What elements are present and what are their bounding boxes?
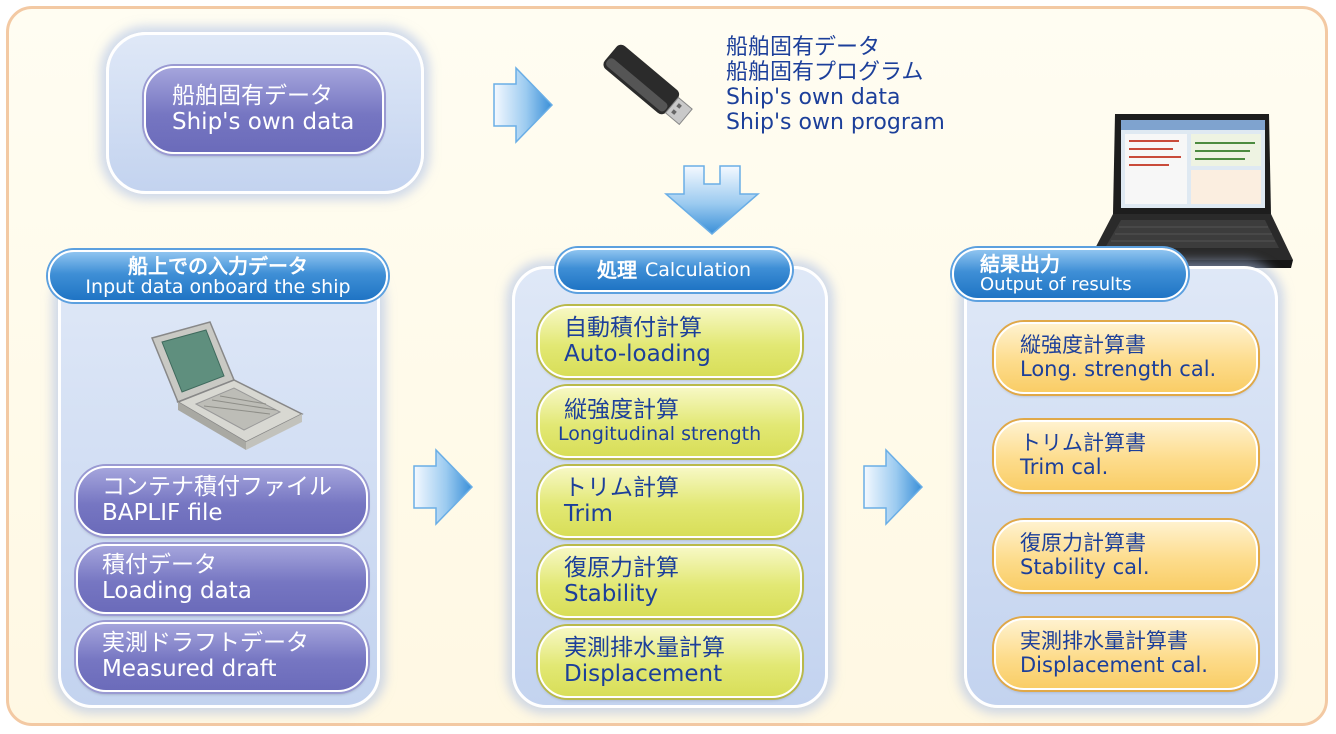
down-arrow-icon xyxy=(664,165,760,235)
calc-item-4-en: Displacement xyxy=(564,661,723,687)
input-title-en: Input data onboard the ship xyxy=(85,275,351,298)
usb-stick-icon xyxy=(603,44,693,126)
calc-item-1: 縦強度計算 Longitudinal strength xyxy=(538,386,802,458)
laptop-icon xyxy=(1089,114,1293,268)
old-laptop-icon xyxy=(150,321,304,450)
calc-item-1-en: Longitudinal strength xyxy=(558,423,762,446)
calc-item-1-jp: 縦強度計算 xyxy=(564,397,679,424)
output-title-en: Output of results xyxy=(980,274,1132,296)
calc-item-2-jp: トリム計算 xyxy=(564,475,679,502)
output-item-0-en: Long. strength cal. xyxy=(1020,357,1217,381)
input-item-0-en: BAPLIF file xyxy=(102,500,223,526)
right-arrow-icon xyxy=(493,66,554,144)
usb-line-3: Ship's own data xyxy=(726,84,901,110)
calc-item-0-en: Auto-loading xyxy=(564,341,711,367)
calc-item-3-jp: 復原力計算 xyxy=(564,555,679,582)
right-arrow-icon xyxy=(863,448,924,526)
calc-item-4: 実測排水量計算 Displacement xyxy=(538,626,802,698)
ship-data-pill: 船舶固有データ Ship's own data xyxy=(144,66,384,154)
usb-line-4: Ship's own program xyxy=(726,109,945,135)
input-item-1-en: Loading data xyxy=(102,578,252,604)
calc-item-2: トリム計算 Trim xyxy=(538,466,802,538)
output-item-1-en: Trim cal. xyxy=(1020,455,1109,479)
calc-title-en: Calculation xyxy=(645,258,751,281)
input-header: 船上での入力データ Input data onboard the ship xyxy=(48,250,388,302)
output-title-jp: 結果出力 xyxy=(980,252,1060,277)
input-item-1: 積付データ Loading data xyxy=(76,544,368,614)
output-item-0-jp: 縦強度計算書 xyxy=(1020,333,1146,358)
input-item-0-jp: コンテナ積付ファイル xyxy=(102,474,332,501)
output-item-3-en: Displacement cal. xyxy=(1020,653,1208,677)
calc-title-jp: 処理 xyxy=(597,258,637,282)
calc-item-3: 復原力計算 Stability xyxy=(538,546,802,618)
output-item-1: トリム計算書 Trim cal. xyxy=(994,420,1258,492)
calc-item-0-jp: 自動積付計算 xyxy=(564,315,702,342)
right-arrow-icon xyxy=(413,448,474,526)
output-item-3: 実測排水量計算書 Displacement cal. xyxy=(994,618,1258,690)
calc-item-2-en: Trim xyxy=(564,501,613,527)
calc-header: 処理 Calculation xyxy=(556,248,792,292)
usb-line-2: 船舶固有プログラム xyxy=(726,59,924,85)
ship-data-jp: 船舶固有データ xyxy=(172,83,333,110)
output-item-2: 復原力計算書 Stability cal. xyxy=(994,520,1258,592)
ship-data-en: Ship's own data xyxy=(172,109,355,135)
input-title-jp: 船上での入力データ xyxy=(128,253,308,278)
output-item-2-jp: 復原力計算書 xyxy=(1020,531,1146,556)
input-item-1-jp: 積付データ xyxy=(102,552,217,579)
input-item-2-jp: 実測ドラフトデータ xyxy=(102,630,309,657)
output-item-1-jp: トリム計算書 xyxy=(1020,431,1146,456)
output-item-2-en: Stability cal. xyxy=(1020,555,1150,579)
output-item-3-jp: 実測排水量計算書 xyxy=(1020,629,1188,654)
input-item-2-en: Measured draft xyxy=(102,656,277,682)
input-item-2: 実測ドラフトデータ Measured draft xyxy=(76,622,368,692)
calc-item-4-jp: 実測排水量計算 xyxy=(564,635,725,662)
output-item-0: 縦強度計算書 Long. strength cal. xyxy=(994,322,1258,394)
calc-item-3-en: Stability xyxy=(564,581,659,607)
usb-line-1: 船舶固有データ xyxy=(726,35,881,60)
input-item-0: コンテナ積付ファイル BAPLIF file xyxy=(76,466,368,536)
usb-data-text: 船舶固有データ 船舶固有プログラム Ship's own data Ship's… xyxy=(726,35,945,135)
output-header: 結果出力 Output of results xyxy=(952,248,1188,300)
calc-item-0: 自動積付計算 Auto-loading xyxy=(538,306,802,378)
